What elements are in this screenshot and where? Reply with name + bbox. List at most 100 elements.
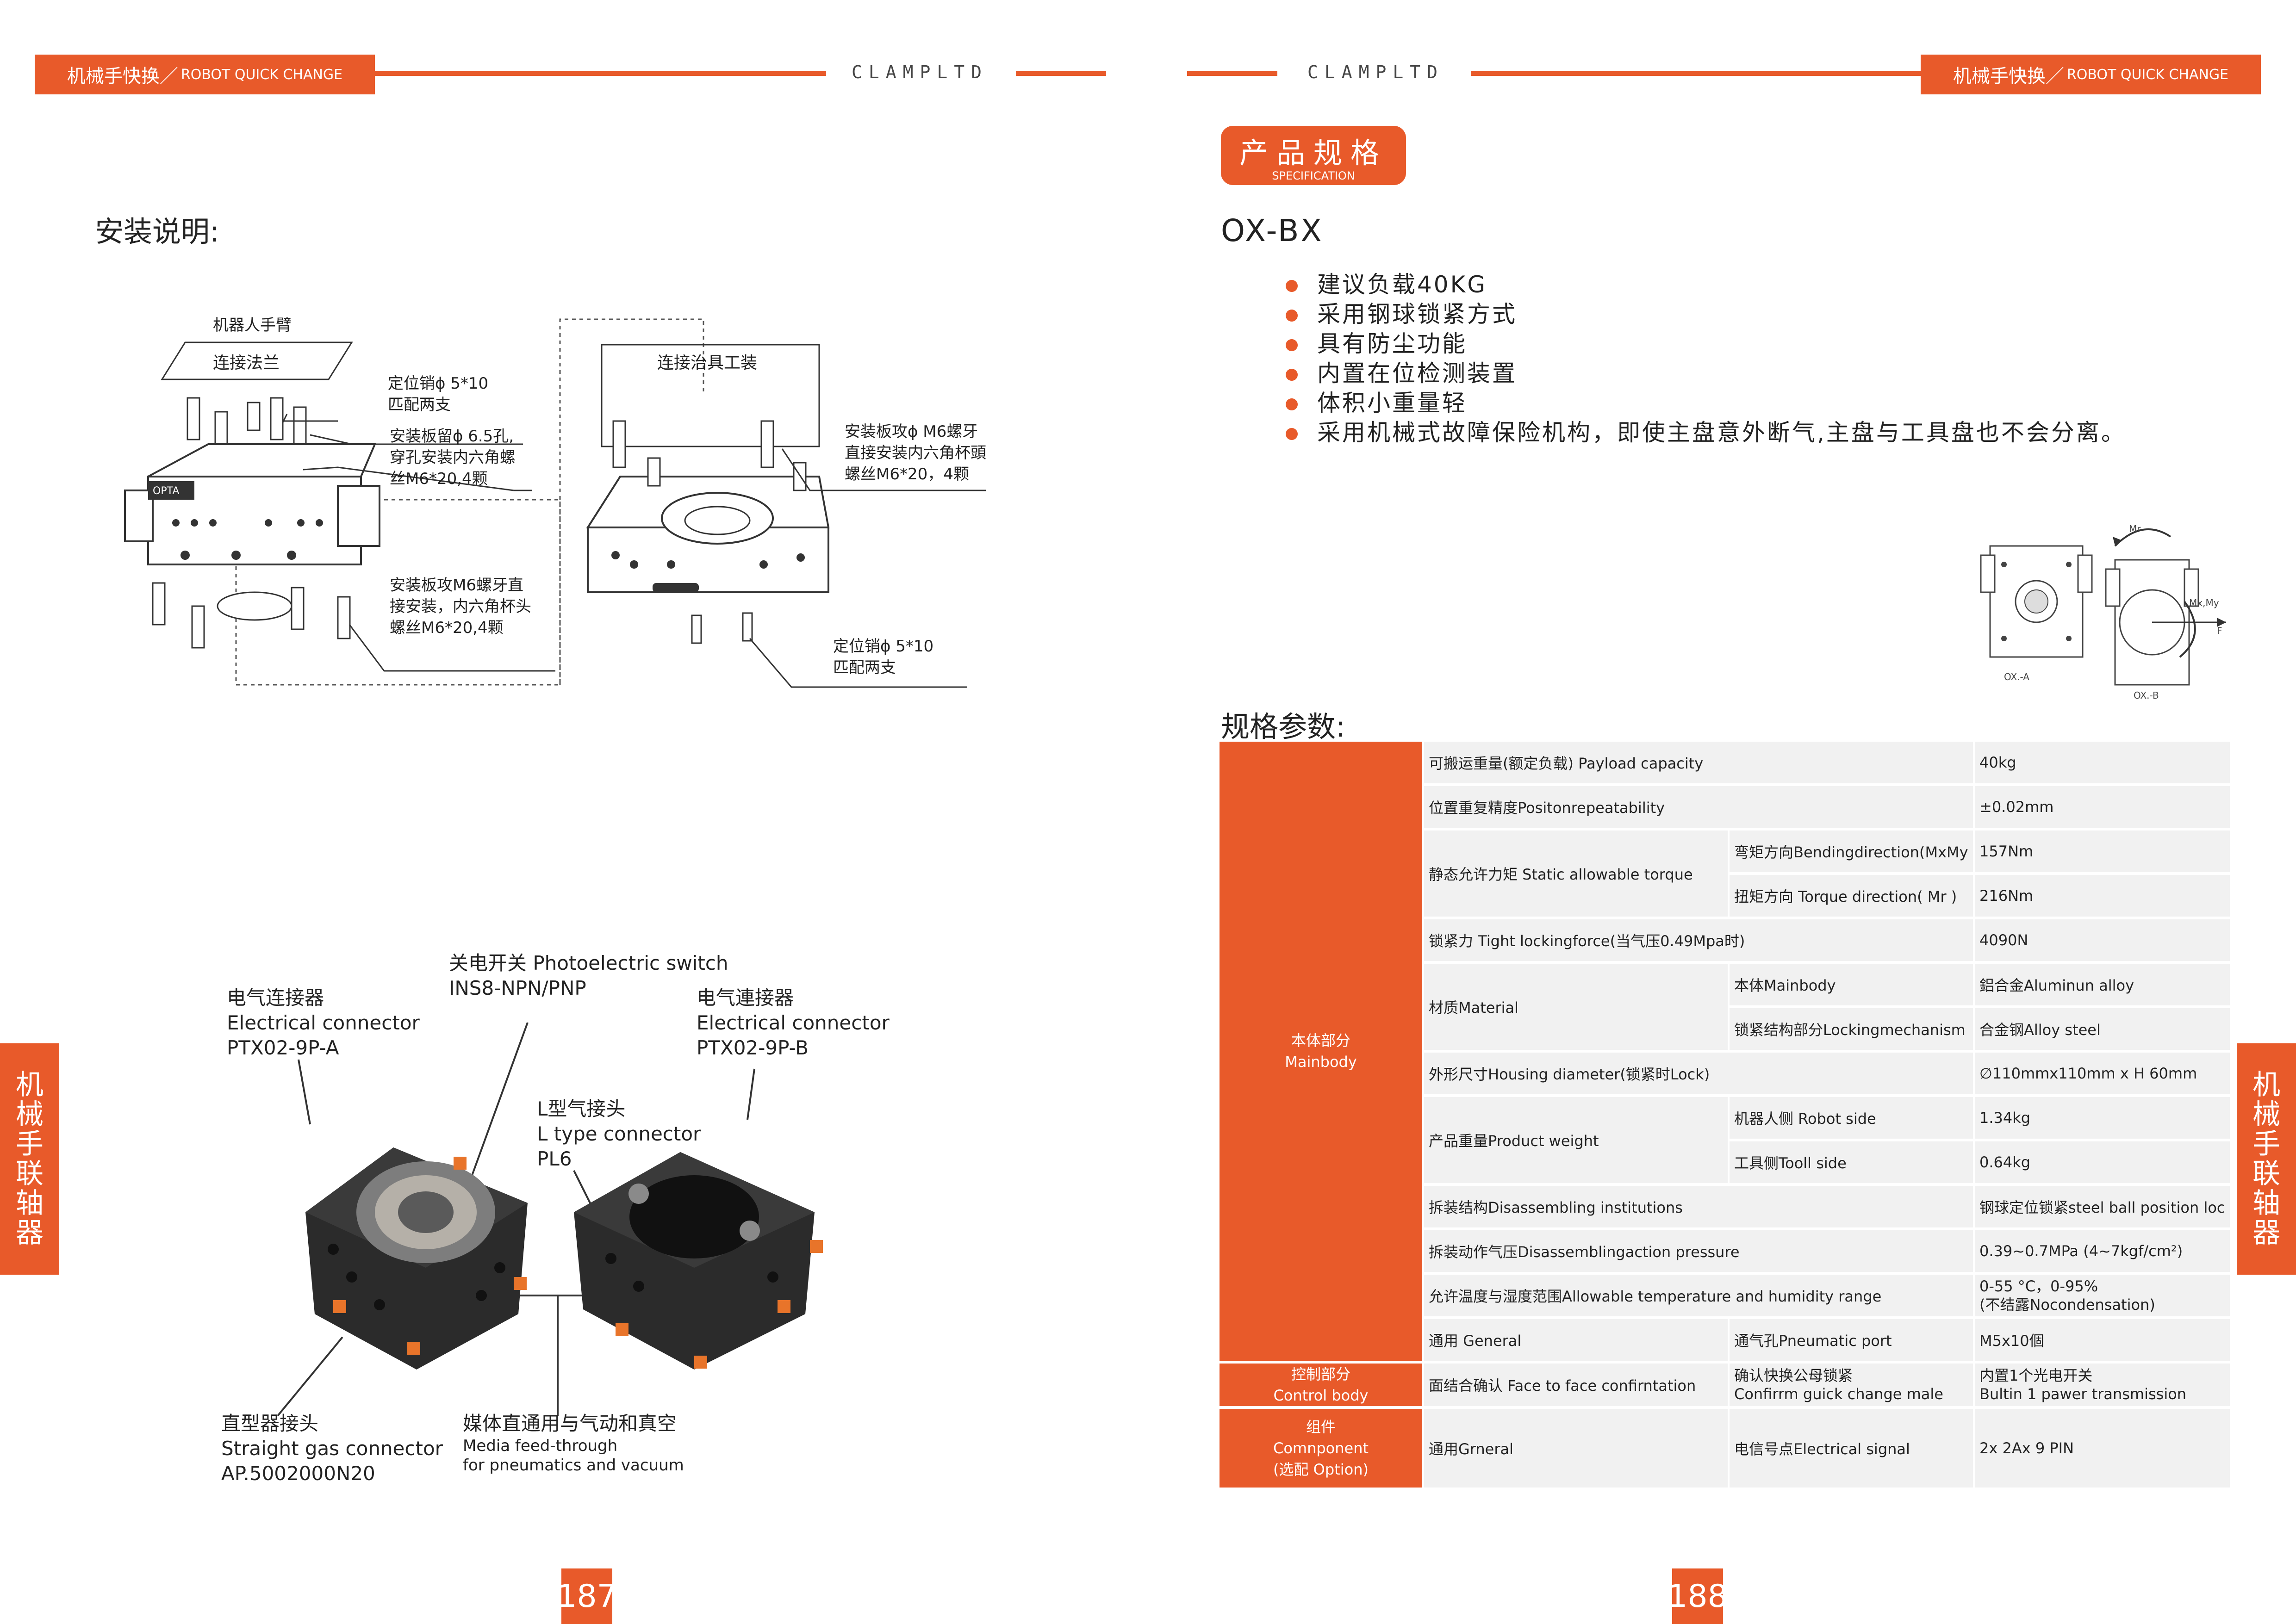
label-flange: 连接法兰 (213, 353, 280, 372)
text-line: 电气连接器 (227, 986, 324, 1009)
text-line: Confirrm guick change male (1734, 1385, 1943, 1403)
table-row: 锁紧结构部分Lockingmechanism 合金钢Alloy steel (1220, 1007, 2232, 1053)
label-plate-hole: 安装板留ϕ 6.5孔, 穿孔安装内六角螺 丝M6*20,4颗 (390, 426, 516, 490)
side-tab-char: 手 (16, 1128, 44, 1160)
text-line: Mainbody (1285, 1053, 1357, 1071)
drawing-label-a: OX.-A (2004, 671, 2029, 682)
drawing-label-b: OX.-B (2134, 690, 2159, 701)
feature-item: 具有防尘功能 (1282, 329, 2126, 359)
header-tag-cn: 机械手快换／ (1953, 66, 2064, 87)
text-line: for pneumatics and vacuum (463, 1456, 684, 1475)
text-line: Straight gas connector (221, 1437, 443, 1460)
text-line: Media feed-through (463, 1437, 618, 1455)
label-plate-thread-right: 安装板攻ϕ M6螺牙 直接安装内六角杯頭 螺丝M6*20，4颗 (845, 421, 986, 485)
brand-plate (148, 481, 194, 500)
left-header-tag: 机械手快换／ ROBOT QUICK CHANGE (35, 55, 375, 94)
table-cell: 钢球定位锁紧steel ball position loc (1974, 1184, 2232, 1230)
table-row: 锁紧力 Tight lockingforce(当气压0.49Mpa时) 4090… (1220, 918, 2232, 964)
feature-item: 体积小重量轻 (1282, 388, 2126, 418)
spec-badge-en: SPECIFICATION (1272, 169, 1355, 182)
text-line: 穿孔安装内六角螺 (390, 448, 516, 467)
table-row: 拆装动作气压Disassemblingaction pressure 0.39~… (1220, 1229, 2232, 1275)
text-line: 控制部分 (1291, 1365, 1350, 1383)
text-line: L型气接头 (537, 1097, 626, 1120)
text-line: 安装板攻ϕ M6螺牙 (845, 422, 978, 441)
table-row: 拆装结构Disassembling institutions 钢球定位锁紧ste… (1220, 1184, 2232, 1230)
table-cell: M5x10個 (1974, 1318, 2232, 1364)
table-cell: 锁紧结构部分Lockingmechanism (1729, 1007, 1975, 1053)
spec-title: 规格参数: (1221, 710, 1345, 744)
side-tab-char: 轴 (16, 1187, 44, 1220)
label-straight-connector: 直型器接头 Straight gas connector AP.5002000N… (221, 1411, 443, 1486)
text-line: 电气連接器 (697, 986, 794, 1009)
table-cell: 0-55 °C，0-95% (不结露Nocondensation) (1974, 1273, 2232, 1319)
table-cell: 157Nm (1974, 829, 2232, 875)
table-cell: 外形尺寸Housing diameter(锁紧时Lock) (1423, 1051, 1975, 1097)
text-line: AP.5002000N20 (221, 1462, 375, 1485)
table-row: 静态允许力矩 Static allowable torque 弯矩方向Bendi… (1220, 829, 2232, 919)
table-cell: 拆装动作气压Disassemblingaction pressure (1423, 1229, 1975, 1275)
table-cell: 锁紧力 Tight lockingforce(当气压0.49Mpa时) (1423, 918, 1975, 964)
label-plate-thread-left: 安装板攻M6螺牙直 接安装，内六角杯头 螺丝M6*20,4颗 (390, 575, 531, 638)
drawing-label-mr: Mr (2129, 523, 2141, 534)
section-control: 控制部分 Control body (1220, 1362, 1424, 1409)
text-line: 本体部分 (1291, 1032, 1350, 1049)
text-line: 安装板攻M6螺牙直 (390, 576, 523, 595)
feature-item: 采用钢球锁紧方式 (1282, 299, 2126, 329)
installation-diagram: OPTA (124, 318, 986, 688)
left-header-rule (375, 71, 826, 76)
table-cell: 2x 2Ax 9 PIN (1974, 1407, 2232, 1490)
text-line: 匹配两支 (833, 658, 896, 677)
label-elec-a: 电气连接器 Electrical connector PTX02-9P-A (227, 986, 420, 1060)
right-side-tab: 机 械 手 联 轴 器 (2237, 1043, 2296, 1275)
side-tab-char: 器 (16, 1217, 44, 1249)
label-elec-b: 电气連接器 Electrical connector PTX02-9P-B (697, 986, 890, 1060)
table-row: 组件 Comnponent (选配 Option) 通用Grneral 电信号点… (1220, 1407, 2232, 1490)
installation-title: 安装说明: (95, 215, 219, 248)
label-photo-switch: 关电开关 Photoelectric switch INS8-NPN/PNP (449, 951, 728, 1001)
text-line: 直接安装内六角杯頭 (845, 444, 986, 462)
spec-badge-cn: 产品规格 (1239, 136, 1388, 170)
label-media: 媒体直通用与气动和真空 Media feed-through for pneum… (463, 1411, 684, 1475)
text-line: Control body (1273, 1387, 1369, 1404)
table-cell: 通用 General (1423, 1318, 1730, 1364)
text-line: 接安装，内六角杯头 (390, 597, 531, 616)
feature-list: 建议负载40KG 采用钢球锁紧方式 具有防尘功能 内置在位检测装置 体积小重量轻… (1282, 270, 2126, 447)
side-tab-char: 机 (16, 1069, 44, 1101)
text-line: 0-55 °C，0-95% (1979, 1277, 2098, 1295)
side-tab-char: 联 (2252, 1158, 2280, 1190)
table-cell: 1.34kg (1974, 1096, 2232, 1141)
table-cell: 材质Material (1423, 962, 1730, 1053)
feature-item: 建议负载40KG (1282, 270, 2126, 299)
table-row: 控制部分 Control body 面结合确认 Face to face con… (1220, 1362, 2232, 1409)
side-tab-char: 轴 (2252, 1187, 2280, 1220)
product-photo (277, 1022, 823, 1416)
table-row: 扭矩方向 Torque direction( Mr ) 216Nm (1220, 874, 2232, 919)
spec-table: 本体部分 Mainbody 可搬运重量(额定负载) Payload capaci… (1220, 742, 2232, 1490)
text-line: 定位销ϕ 5*10 (388, 374, 489, 393)
left-header-rule-2 (1016, 71, 1106, 76)
text-line: 媒体直通用与气动和真空 (463, 1412, 677, 1435)
right-header-tag: 机械手快换／ ROBOT QUICK CHANGE (1921, 55, 2261, 94)
label-pin-bottom: 定位销ϕ 5*10 匹配两支 (833, 636, 933, 678)
table-cell: 扭矩方向 Torque direction( Mr ) (1729, 874, 1975, 919)
table-cell: 本体Mainbody (1729, 962, 1975, 1008)
table-cell: 0.64kg (1974, 1140, 2232, 1186)
table-cell: 位置重复精度Positonrepeatability (1423, 785, 1975, 831)
table-row: 本体部分 Mainbody 可搬运重量(额定负载) Payload capaci… (1220, 742, 2232, 1364)
text-line: PTX02-9P-B (697, 1036, 809, 1059)
text-line: (选配 Option) (1273, 1461, 1369, 1478)
table-cell: 通用Grneral (1423, 1407, 1730, 1490)
header-tag-en: ROBOT QUICK CHANGE (180, 66, 343, 83)
label-robot-arm: 机器人手臂 (213, 316, 292, 335)
section-mainbody: 本体部分 Mainbody (1220, 742, 1424, 1364)
drawing-label-f: F (2217, 625, 2222, 636)
table-cell: ∅110mmx110mm x H 60mm (1974, 1051, 2232, 1097)
text-line: Electrical connector (697, 1011, 890, 1034)
text-line: 内置1个光电开关 (1979, 1367, 2093, 1384)
text-line: (不结露Nocondensation) (1979, 1296, 2155, 1314)
left-side-tab: 机 械 手 联 轴 器 (0, 1043, 59, 1275)
table-row: 允许温度与湿度范围Allowable temperature and humid… (1220, 1273, 2232, 1319)
feature-item: 内置在位检测装置 (1282, 359, 2126, 388)
text-line: 匹配两支 (388, 396, 451, 414)
